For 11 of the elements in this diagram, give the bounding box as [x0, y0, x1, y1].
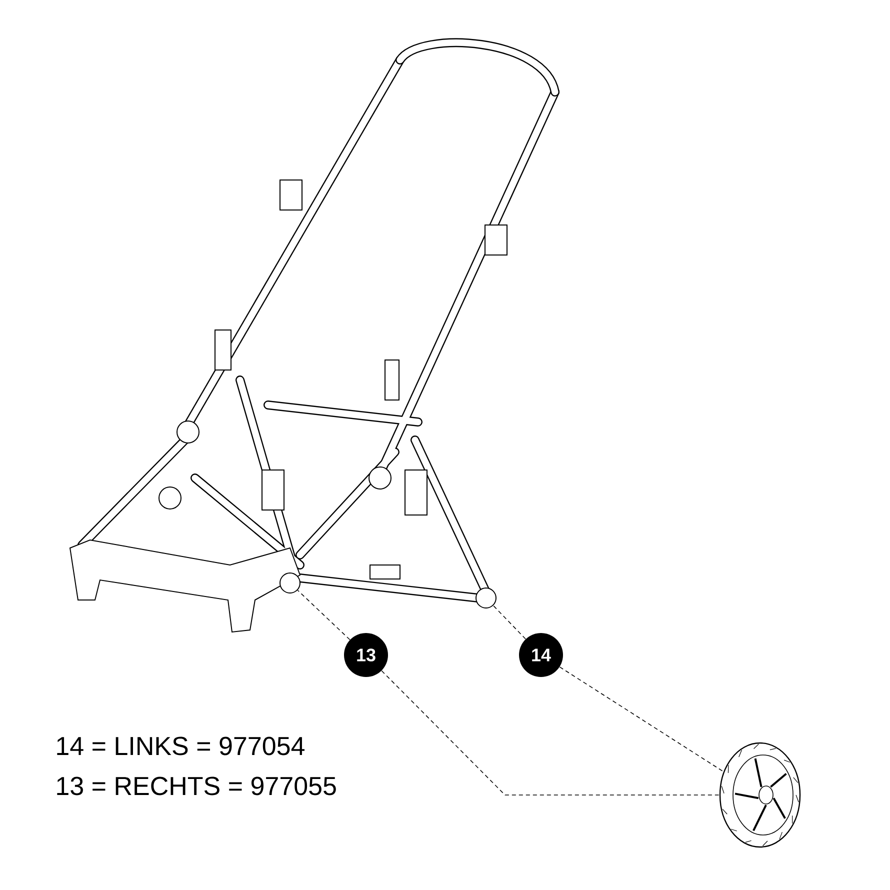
callout-number: 13: [344, 633, 388, 677]
callout-number: 14: [519, 633, 563, 677]
leader-line: [297, 590, 350, 640]
leader-line: [381, 670, 720, 796]
leader-line: [559, 666, 724, 772]
part-number-note: 14 = LINKS = 977054: [57, 736, 304, 756]
wheel-hub: [280, 572, 300, 594]
leader-line: [492, 605, 526, 640]
wheel-hub: [476, 588, 496, 608]
part-number-note: 13 = RECHTS = 977055: [57, 776, 336, 796]
wheel-drawing: [719, 742, 801, 848]
